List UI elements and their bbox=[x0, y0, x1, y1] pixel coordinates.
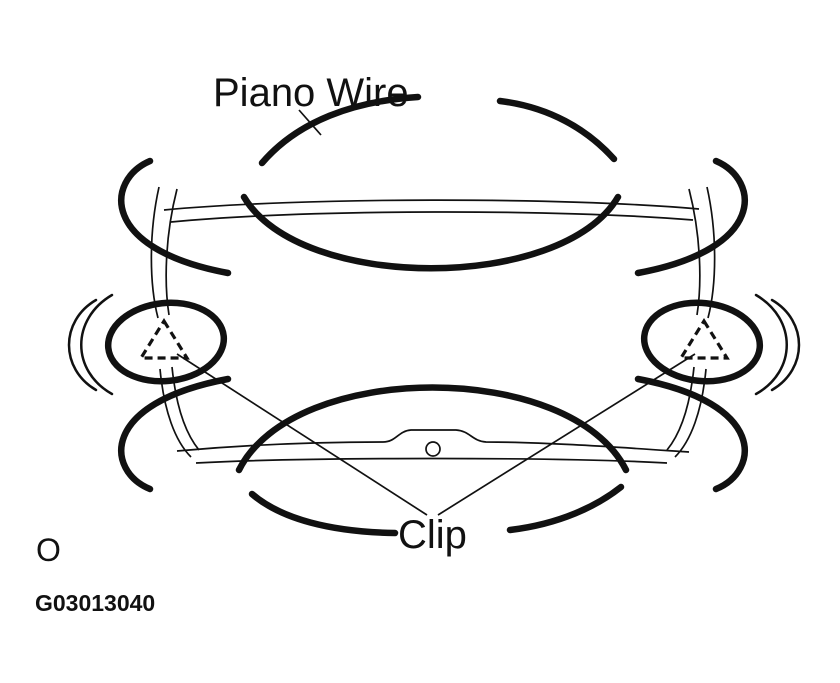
wire-end-left-outer bbox=[67, 298, 98, 392]
glass-right-edge-upper-outer bbox=[706, 186, 716, 319]
wire-arc-corner-top-right bbox=[634, 157, 748, 277]
glass-bottom-edge-inner bbox=[195, 457, 668, 464]
clip-triangle-left bbox=[138, 317, 190, 360]
clip-markers bbox=[138, 317, 730, 360]
wire-arc-top-oval-upper-left bbox=[258, 93, 422, 167]
leader-lines bbox=[176, 109, 696, 516]
wire-arc-corner-bottom-right bbox=[634, 375, 748, 493]
wire-arc-bottom-oval-upper bbox=[235, 384, 630, 474]
clip-leader-line-right bbox=[437, 353, 696, 516]
label-figure-id: G03013040 bbox=[35, 590, 155, 616]
wire-arc-bottom-oval-lower-right bbox=[506, 483, 625, 534]
glass-left-edge-lower-outer bbox=[159, 368, 192, 458]
glass-top-edge-outer bbox=[163, 199, 700, 211]
wire-end-left-inner bbox=[80, 293, 114, 396]
wire-arc-corner-bottom-left bbox=[118, 375, 232, 493]
glass-right-edge-upper-inner bbox=[688, 188, 701, 316]
label-piano-wire: Piano Wire bbox=[213, 71, 409, 115]
glass-right-edge-lower-inner bbox=[666, 366, 695, 451]
wire-loop-mid-left bbox=[104, 299, 228, 385]
piano-wire-leader-line bbox=[298, 109, 322, 136]
wire-loop-mid-right bbox=[640, 299, 764, 385]
wire-end-right-outer bbox=[770, 298, 801, 392]
wire-arc-top-oval-upper-right bbox=[496, 97, 618, 163]
wire-end-right-inner bbox=[754, 293, 788, 396]
label-clip: Clip bbox=[398, 513, 467, 557]
clip-triangle-right bbox=[678, 317, 730, 360]
small-circle-marker bbox=[425, 441, 441, 457]
piano-wire-arcs bbox=[104, 93, 764, 537]
wire-arc-top-oval-lower bbox=[240, 193, 622, 272]
wire-end-crescents bbox=[67, 293, 801, 396]
clip-leader-line-left bbox=[176, 353, 428, 516]
label-o-marker: O bbox=[36, 532, 61, 568]
glass-left-edge-upper-outer bbox=[150, 186, 160, 319]
wire-arc-corner-top-left bbox=[118, 157, 232, 277]
glass-left-edge-upper-inner bbox=[165, 188, 178, 316]
glass-top-edge-inner bbox=[170, 211, 694, 223]
glass-outline bbox=[150, 186, 716, 464]
glass-bottom-edge-with-hump bbox=[176, 429, 690, 453]
wire-arc-bottom-oval-lower-left bbox=[248, 490, 399, 537]
glass-left-edge-lower-inner bbox=[171, 366, 200, 451]
